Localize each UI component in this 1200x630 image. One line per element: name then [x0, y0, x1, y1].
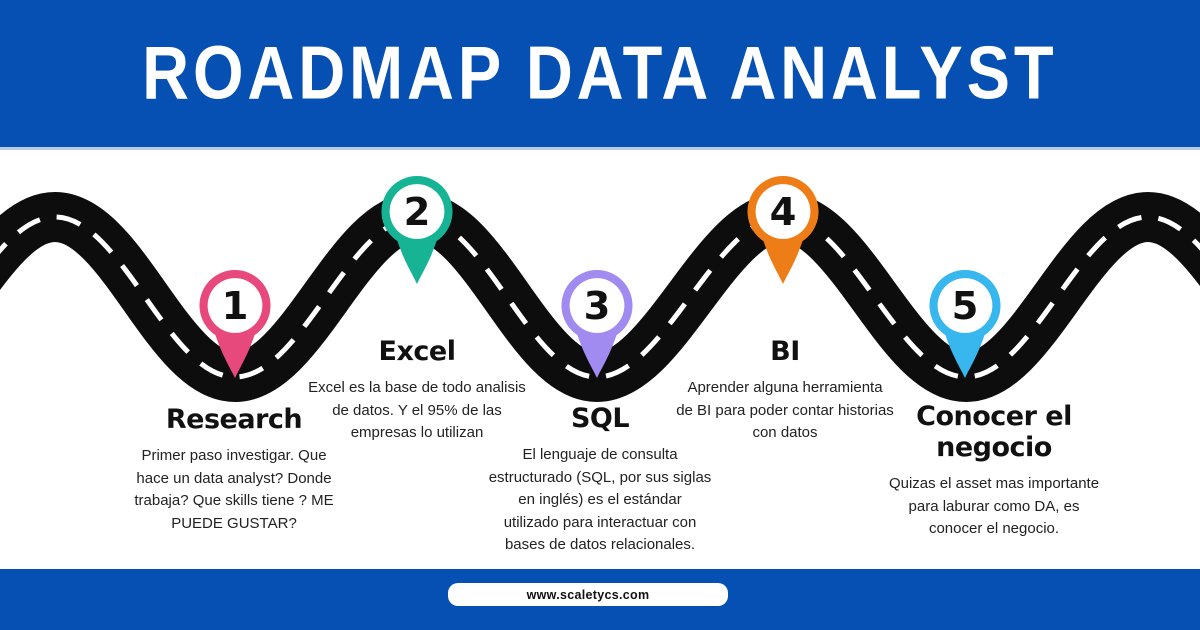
station-title: Research [165, 404, 303, 435]
station-description: Primer paso investigar. Que hace un data… [134, 447, 334, 532]
station-description: Aprender alguna herramienta de BI para p… [676, 379, 894, 441]
station-title: Excel [378, 336, 456, 367]
location-pin-2: 2 [381, 176, 453, 285]
station-excel: Excel Excel es la base de todo analisis … [277, 336, 557, 445]
pin-ring-inner [937, 278, 993, 333]
pin-ring-inner [389, 184, 445, 239]
station-title: Conocer el negocio [916, 401, 1072, 463]
pin-ring-inner [207, 278, 263, 333]
page-title: ROADMAP DATA ANALYST [142, 31, 1058, 116]
station-bi: BI Aprender alguna herramienta de BI par… [645, 336, 925, 445]
location-pin-5: 5 [929, 270, 1001, 379]
station-description: Excel es la base de todo analisis de dat… [308, 379, 526, 441]
station-research: Research Primer paso investigar. Que hac… [94, 404, 374, 535]
pin-ring-inner [755, 184, 811, 239]
station-description: El lenguaje de consulta estructurado (SQ… [488, 446, 712, 553]
pin-number: 1 [222, 284, 249, 329]
pin-number: 4 [770, 190, 797, 235]
location-pin-4: 4 [747, 176, 819, 285]
station-conocer-el-negocio: Conocer el negocio Quizas el asset mas i… [854, 401, 1134, 541]
pin-number: 3 [584, 284, 611, 329]
location-pin-1: 1 [199, 270, 271, 379]
header-banner: ROADMAP DATA ANALYST [0, 0, 1200, 150]
pin-number: 2 [404, 190, 431, 235]
station-sql: SQL El lenguaje de consulta estructurado… [460, 403, 740, 557]
station-title: SQL [570, 403, 630, 434]
location-pin-3: 3 [561, 270, 633, 379]
pin-number: 5 [952, 284, 979, 329]
website-link[interactable]: www.scaletycs.com [448, 583, 728, 606]
footer-banner: www.scaletycs.com [0, 569, 1200, 630]
station-title: BI [770, 336, 800, 367]
station-description: Quizas el asset mas importante para labu… [888, 475, 1100, 537]
pin-ring-inner [569, 278, 625, 333]
